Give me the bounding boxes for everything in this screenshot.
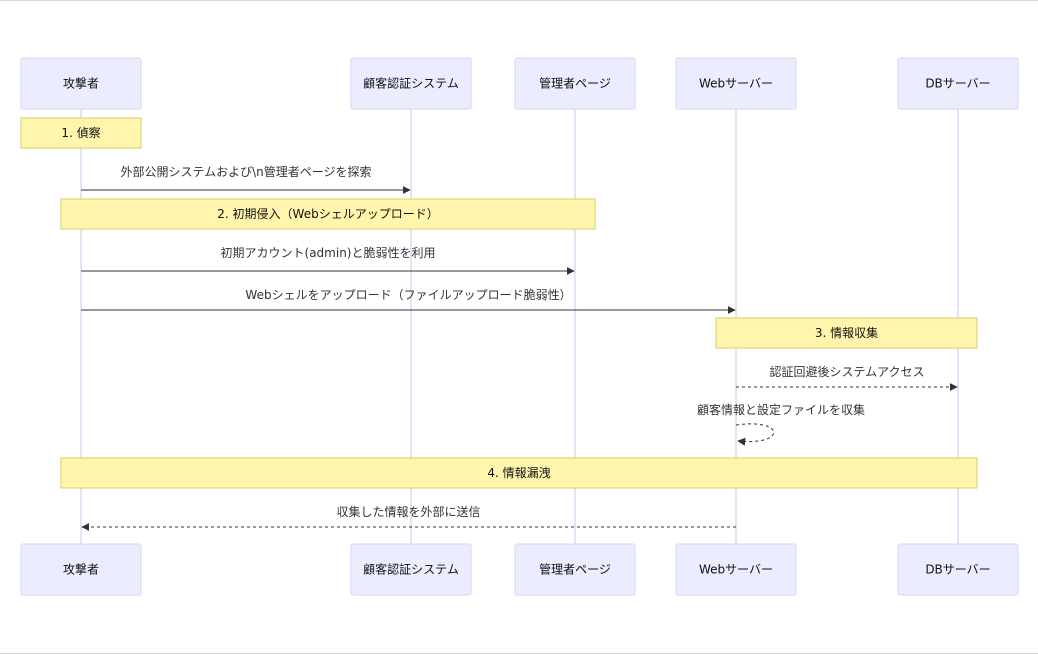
participant-label: 攻撃者 bbox=[63, 76, 99, 91]
message-label: 初期アカウント(admin)と脆弱性を利用 bbox=[221, 245, 436, 260]
participant-box bbox=[350, 57, 472, 110]
participant-label: 顧客認証システム bbox=[363, 76, 459, 91]
phase-note-label: 2. 初期侵入（Webシェルアップロード） bbox=[217, 206, 438, 221]
participant-db-top: DBサーバー bbox=[897, 57, 1019, 110]
message-label: 顧客情報と設定ファイルを収集 bbox=[697, 402, 865, 417]
phase-note: 2. 初期侵入（Webシェルアップロード） bbox=[60, 198, 596, 230]
phase-note-label: 4. 情報漏洩 bbox=[487, 466, 550, 480]
phase-note: 4. 情報漏洩 bbox=[60, 457, 978, 489]
message-web-to-db: 認証回避後システムアクセス bbox=[736, 364, 958, 391]
participant-label: 顧客認証システム bbox=[363, 562, 459, 577]
participant-label: 攻撃者 bbox=[63, 562, 99, 577]
message-web-to-web: 顧客情報と設定ファイルを収集 bbox=[697, 402, 865, 446]
message-label: Webシェルをアップロード（ファイルアップロード脆弱性） bbox=[245, 287, 571, 302]
phase-note-box bbox=[20, 117, 142, 149]
participant-label: 管理者ページ bbox=[539, 562, 611, 577]
participant-box bbox=[514, 57, 636, 110]
participant-attacker-bottom: 攻撃者 bbox=[20, 543, 142, 596]
participant-box bbox=[675, 543, 797, 596]
phase-note-label: 3. 情報収集 bbox=[815, 325, 878, 340]
message-label: 収集した情報を外部に送信 bbox=[336, 504, 480, 519]
participant-label: Webサーバー bbox=[699, 77, 773, 91]
phase-note-label: 1. 偵察 bbox=[61, 126, 100, 140]
participant-db-bottom: DBサーバー bbox=[897, 543, 1019, 596]
phase-note-box bbox=[715, 317, 978, 349]
participant-label: DBサーバー bbox=[925, 563, 990, 577]
participant-box bbox=[350, 543, 472, 596]
phase-note: 1. 偵察 bbox=[20, 117, 142, 149]
participant-attacker-top: 攻撃者 bbox=[20, 57, 142, 110]
participant-box bbox=[20, 57, 142, 110]
message-web-to-attacker: 収集した情報を外部に送信 bbox=[81, 504, 736, 531]
participant-label: 管理者ページ bbox=[539, 76, 611, 91]
message-attacker-to-web: Webシェルをアップロード（ファイルアップロード脆弱性） bbox=[81, 287, 736, 314]
participant-admin-bottom: 管理者ページ bbox=[514, 543, 636, 596]
participant-box bbox=[20, 543, 142, 596]
participant-web-bottom: Webサーバー bbox=[675, 543, 797, 596]
participant-label: Webサーバー bbox=[699, 563, 773, 577]
participant-box bbox=[675, 57, 797, 110]
participant-box bbox=[514, 543, 636, 596]
participant-label: DBサーバー bbox=[925, 77, 990, 91]
participant-auth-top: 顧客認証システム bbox=[350, 57, 472, 110]
participant-admin-top: 管理者ページ bbox=[514, 57, 636, 110]
message-attacker-to-auth: 外部公開システムおよび\n管理者ページを探索 bbox=[81, 164, 411, 194]
phase-note-box bbox=[60, 457, 978, 489]
phase-note-box bbox=[60, 198, 596, 230]
participant-auth-bottom: 顧客認証システム bbox=[350, 543, 472, 596]
message-label: 外部公開システムおよび\n管理者ページを探索 bbox=[120, 164, 371, 179]
participant-box bbox=[897, 543, 1019, 596]
participant-web-top: Webサーバー bbox=[675, 57, 797, 110]
message-label: 認証回避後システムアクセス bbox=[769, 364, 924, 379]
participant-box bbox=[897, 57, 1019, 110]
phase-note: 3. 情報収集 bbox=[715, 317, 978, 349]
self-message-arrow bbox=[735, 423, 775, 446]
message-attacker-to-admin: 初期アカウント(admin)と脆弱性を利用 bbox=[81, 245, 575, 275]
